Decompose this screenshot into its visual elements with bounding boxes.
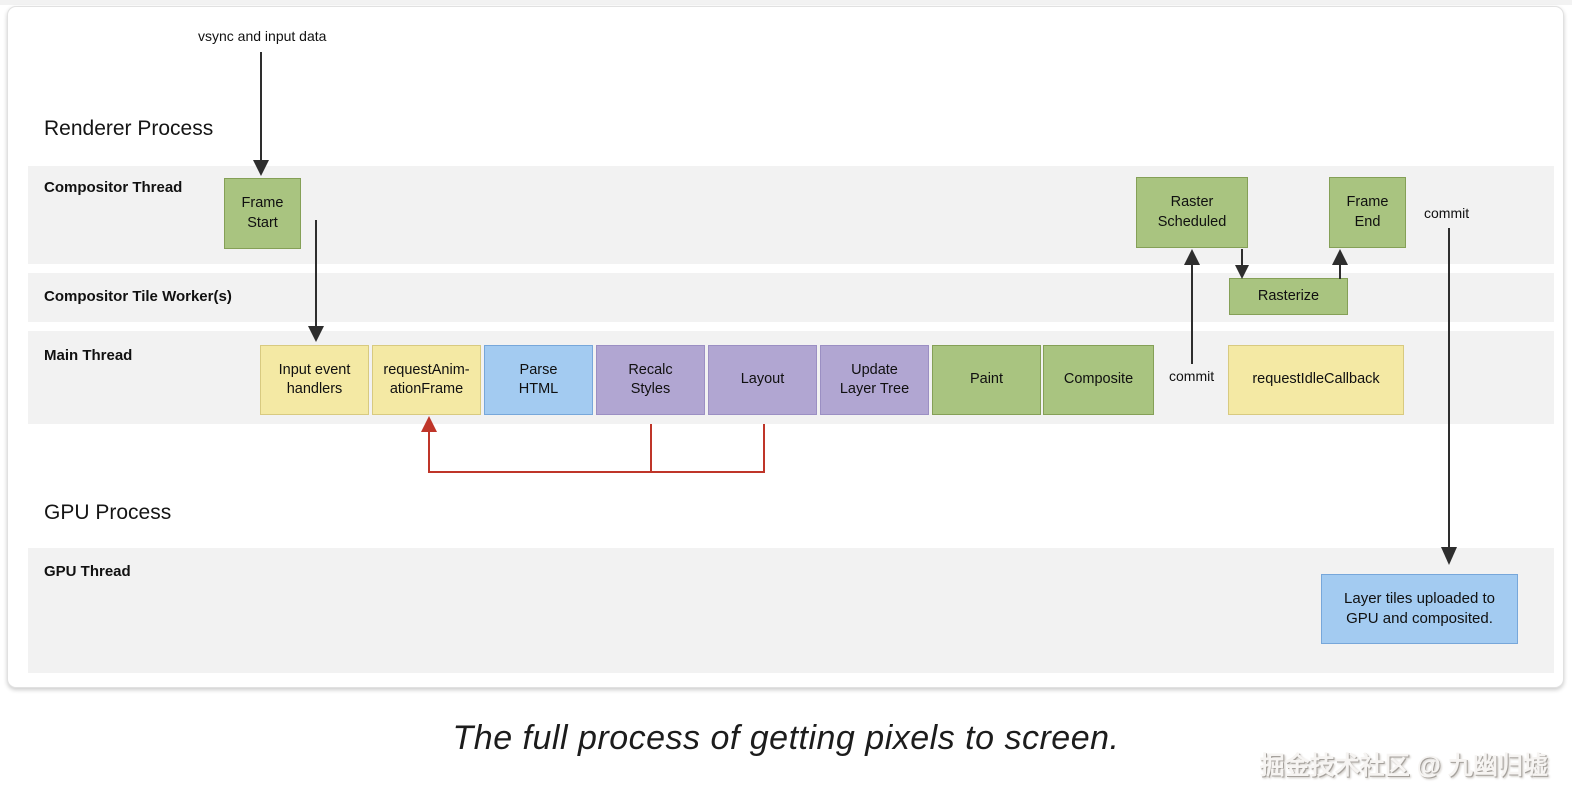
- paint-box: Paint: [932, 345, 1041, 415]
- raster-scheduled-to-rasterize-arrow-line: [1241, 249, 1243, 266]
- feedback-line-from-recalc-styles: [650, 424, 652, 472]
- lane-label-compositor-thread: Compositor Thread: [44, 179, 183, 196]
- raster-scheduled-box: Raster Scheduled: [1136, 177, 1248, 248]
- commit-to-gpu-arrow-head-icon: [1441, 547, 1457, 565]
- commit-label-top: commit: [1424, 205, 1470, 221]
- update-layer-tree-box: Update Layer Tree: [820, 345, 929, 415]
- commit-label-main-thread: commit: [1169, 368, 1215, 384]
- vsync-arrow-line: [260, 52, 262, 161]
- commit-to-gpu-arrow-line: [1448, 228, 1450, 549]
- parse-html-box: Parse HTML: [484, 345, 593, 415]
- lane-label-compositor-tile-workers: Compositor Tile Worker(s): [44, 288, 232, 305]
- vsync-arrow-head-icon: [253, 160, 269, 176]
- rasterize-to-frame-end-arrow-line: [1339, 264, 1341, 279]
- request-idle-callback-box: requestIdleCallback: [1228, 345, 1404, 415]
- recalc-styles-box: Recalc Styles: [596, 345, 705, 415]
- top-edge-strip: [0, 0, 1572, 5]
- frame-start-to-main-arrow-head-icon: [308, 326, 324, 342]
- watermark-text: 掘金技术社区 @ 九幽归墟: [1259, 752, 1548, 780]
- lane-band-gpu-thread: [28, 548, 1554, 673]
- commit-to-raster-scheduled-arrow-line: [1191, 264, 1193, 364]
- gpu-process-title: GPU Process: [44, 501, 172, 524]
- feedback-line-horizontal: [428, 471, 765, 473]
- feedback-line-from-layout: [763, 424, 765, 473]
- gpu-upload-box: Layer tiles uploaded to GPU and composit…: [1321, 574, 1518, 644]
- diagram-caption: The full process of getting pixels to sc…: [452, 719, 1120, 757]
- frame-start-to-main-arrow-line: [315, 220, 317, 327]
- rasterize-box: Rasterize: [1229, 278, 1348, 315]
- composite-box: Composite: [1043, 345, 1154, 415]
- rasterize-to-frame-end-arrow-head-icon: [1332, 249, 1348, 265]
- commit-to-raster-scheduled-arrow-head-icon: [1184, 249, 1200, 265]
- renderer-process-title: Renderer Process: [44, 117, 214, 140]
- request-animation-frame-box: requestAnim- ationFrame: [372, 345, 481, 415]
- feedback-line-to-raf: [428, 431, 430, 473]
- input-event-handlers-box: Input event handlers: [260, 345, 369, 415]
- feedback-arrow-head-icon: [421, 416, 437, 432]
- diagram-card: Renderer Process GPU Process Compositor …: [7, 6, 1564, 688]
- frame-end-box: Frame End: [1329, 177, 1406, 248]
- vsync-input-data-label: vsync and input data: [198, 28, 327, 44]
- lane-label-main-thread: Main Thread: [44, 347, 133, 364]
- lane-label-gpu-thread: GPU Thread: [44, 563, 131, 580]
- layout-box: Layout: [708, 345, 817, 415]
- frame-start-box: Frame Start: [224, 178, 301, 249]
- raster-scheduled-to-rasterize-arrow-head-icon: [1235, 265, 1249, 279]
